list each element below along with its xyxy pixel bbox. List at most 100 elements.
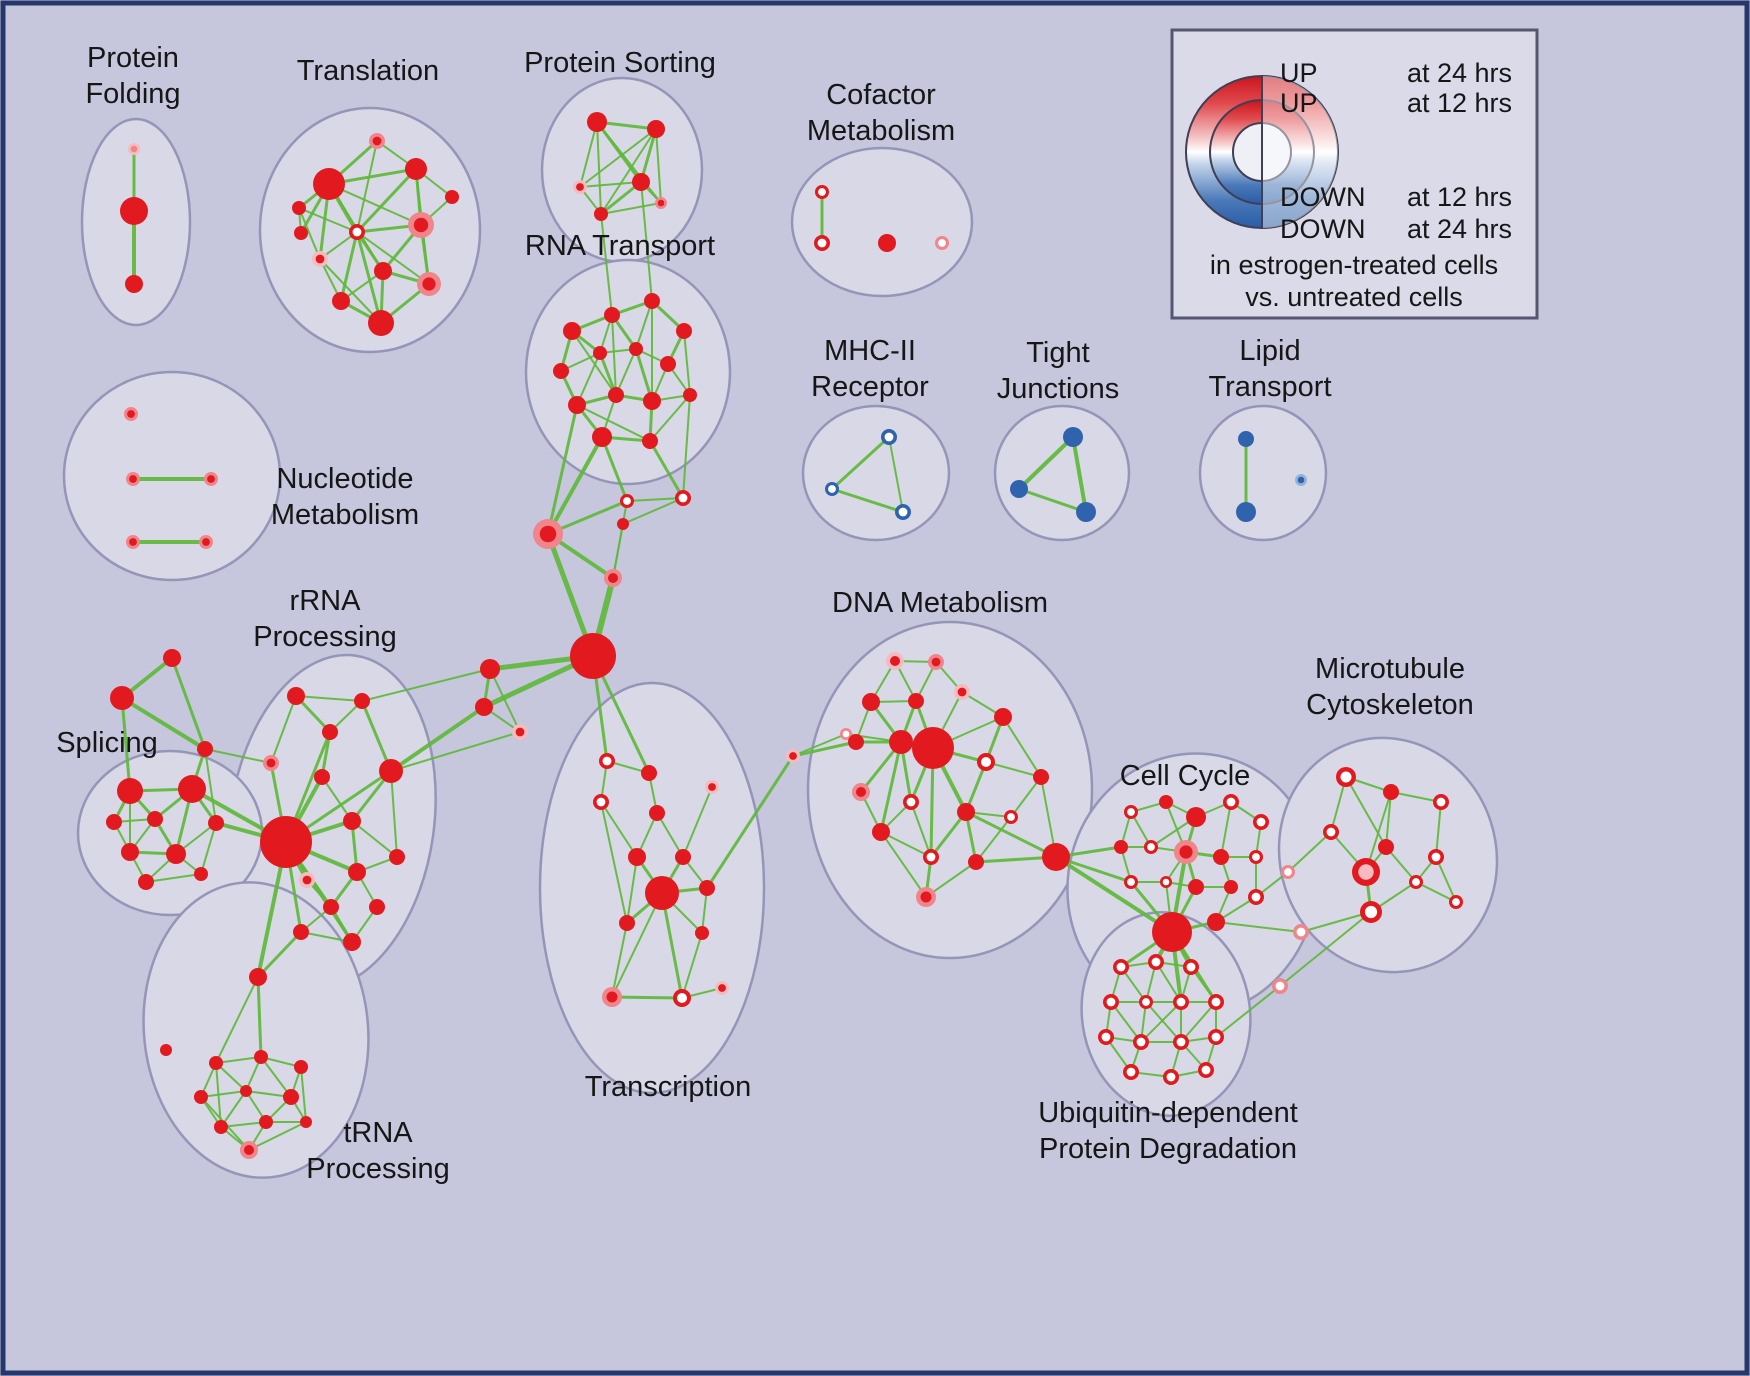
node-tn0 [249,968,267,986]
node-tx12 [673,989,691,1007]
node-tj2 [1076,502,1096,522]
node-t3 [292,201,306,215]
edge-cc15-mk0 [1215,921,1302,933]
node-dm1 [928,654,944,670]
node-mh2 [895,504,911,520]
node-rt11 [683,388,697,402]
node-mt0 [1336,767,1356,787]
node-ps5 [655,197,667,209]
edge-rt13-c1 [648,439,685,500]
node-d1 [840,728,852,740]
node-rt3 [676,323,692,339]
edge-dm15-dm16 [880,831,932,858]
node-nm1 [126,472,140,486]
edge-d0-tx8 [705,754,795,890]
node-t1 [369,133,385,149]
node-dm6 [848,734,864,750]
node-ub0 [1113,959,1129,975]
edge-mt2-mt5 [1435,801,1442,858]
node-c1 [675,490,691,506]
node-rt12 [592,427,612,447]
node-dm13 [957,803,975,821]
edge-ps0-ps5 [596,121,662,204]
node-c5 [480,659,500,679]
node-ub4 [1139,995,1153,1009]
cluster-label-protein-folding-line2: Folding [85,78,180,110]
edge-tn0-tn3 [256,975,263,1059]
node-rt13 [642,433,658,449]
legend-up-24-dir: UP [1280,58,1318,88]
edge-dm10-dm14 [1010,776,1042,818]
edge-rt2-rt6 [635,300,653,350]
node-rr5 [314,769,330,785]
node-ps2 [573,180,587,194]
edge-rt6-rt9 [615,348,637,396]
edge-rt12-c0 [600,435,629,503]
node-L0 [1042,843,1070,871]
node-mk1 [1272,978,1288,994]
legend: UP at 24 hrs UP at 12 hrs DOWN at 12 hrs… [1170,28,1539,320]
legend-ring-faded-half [1262,76,1338,228]
node-tx1 [641,765,657,781]
node-ub12 [1163,1069,1179,1085]
cluster-label-tight-junctions-line2: Junctions [997,373,1120,405]
edge-dm7-dm15 [879,740,903,834]
edge-rr12-tn0 [256,930,303,979]
node-g0 [110,686,134,710]
node-mt1 [1383,784,1399,800]
edge-ps1-ps2 [579,128,657,188]
node-dm4 [954,684,970,700]
node-ub8 [1133,1034,1149,1050]
node-pf1 [120,197,148,225]
node-dm11 [852,783,870,801]
node-c7 [512,724,528,740]
edge-tn4-tn10 [300,1066,307,1123]
edge-ub3-ub8 [1110,1001,1142,1043]
edge-tn5-tn6 [200,1090,247,1098]
edge-ub4-ub9 [1145,1001,1182,1043]
node-ub6 [1208,994,1224,1010]
cluster-label-rrna-processing-line2: Processing [253,621,396,653]
edge-dm13-dm16 [929,810,968,859]
node-rr2 [322,724,338,740]
edge-g2-sp4 [204,748,217,824]
cluster-label-rna-transport-line1: RNA Transport [525,230,715,262]
cluster-label-microtubule-cytoskeleton-line1: Microtubule [1315,653,1465,685]
cluster-cofactor-metabolism [790,146,974,298]
edge-c5-c7 [489,668,521,733]
node-dm18 [916,887,936,907]
edge-t0-t5 [328,183,422,226]
edge-g0-sp0 [120,696,132,793]
node-tx13 [715,981,729,995]
node-t7 [445,190,459,204]
node-t4 [349,224,365,240]
node-t6 [312,251,328,267]
cluster-label-mhc-ii-receptor-line1: MHC-II [824,335,916,367]
node-dm10 [1033,769,1049,785]
cluster-tight-junctions [993,404,1131,542]
edge-ps4-rt1 [600,213,613,316]
cluster-label-nucleotide-metabolism-line2: Metabolism [271,499,419,531]
edge-mh1-mh2 [830,487,905,514]
node-c3 [617,518,629,530]
node-rr14 [389,849,405,865]
edge-mt1-mt4 [1385,791,1392,848]
node-tn7 [283,1089,299,1105]
node-cc5 [1114,840,1128,854]
node-dm0 [886,652,904,670]
node-sp2 [106,814,122,830]
node-ub1 [1148,954,1164,970]
edge-tn6-tn8 [220,1090,247,1128]
node-rt2 [644,293,660,309]
legend-down-12-time: at 12 hrs [1407,182,1512,212]
edge-sp4-sp8 [200,822,217,875]
edge-dm17-dm18 [925,861,977,898]
edge-mk1-ub10 [1215,985,1281,1038]
node-t8 [374,262,392,280]
edge-ps1-ps4 [600,128,657,215]
node-cf0 [815,185,829,199]
edge-ps2-ps3 [579,181,642,188]
edge-rt11-rt13 [649,394,691,442]
edge-t2-t4 [355,167,418,234]
